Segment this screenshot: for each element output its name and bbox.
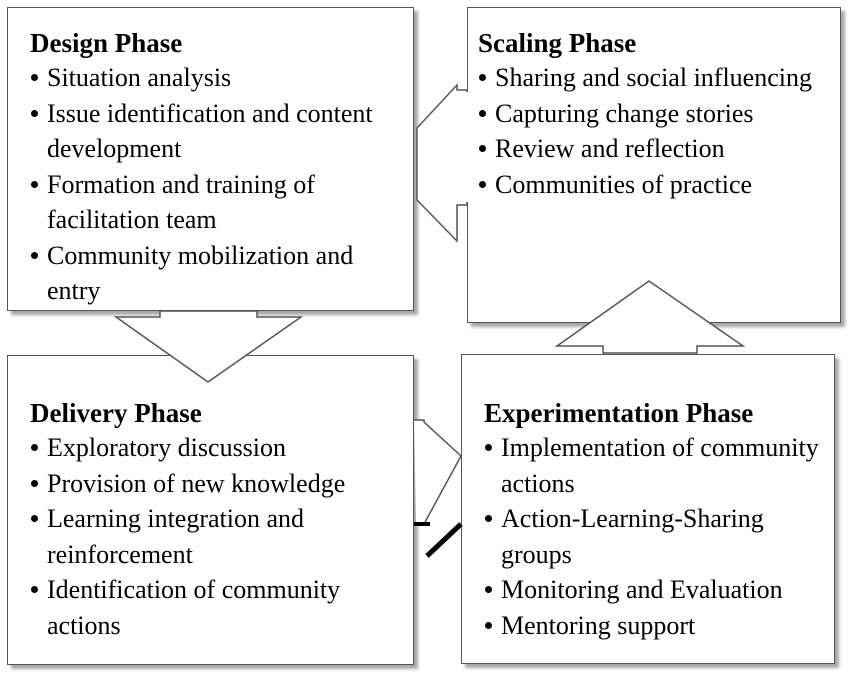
experimentation-phase-item: Monitoring and Evaluation bbox=[484, 572, 834, 608]
delivery-phase-item: Provision of new knowledge bbox=[30, 466, 413, 502]
design-phase-item: Formation and training of facilitation t… bbox=[30, 167, 413, 238]
delivery-phase-list: Exploratory discussion Provision of new … bbox=[30, 430, 413, 643]
scaling-phase-list: Sharing and social influencing Capturing… bbox=[478, 60, 840, 202]
scaling-phase-item: Communities of practice bbox=[478, 167, 840, 203]
delivery-phase-box: Delivery Phase Exploratory discussion Pr… bbox=[7, 355, 414, 665]
delivery-phase-item: Learning integration and reinforcement bbox=[30, 501, 413, 572]
experimentation-phase-list: Implementation of community actions Acti… bbox=[484, 430, 834, 643]
design-phase-title: Design Phase bbox=[30, 28, 183, 58]
experimentation-phase-item: Action-Learning-Sharing groups bbox=[484, 501, 834, 572]
experimentation-phase-title: Experimentation Phase bbox=[484, 398, 754, 428]
scaling-phase-item: Review and reflection bbox=[478, 131, 840, 167]
scaling-phase-title: Scaling Phase bbox=[478, 28, 637, 58]
design-phase-item: Situation analysis bbox=[30, 60, 413, 96]
scaling-phase-item: Sharing and social influencing bbox=[478, 60, 840, 96]
arrow-delivery-to-experimentation bbox=[414, 419, 462, 525]
scaling-phase-box: Scaling Phase Sharing and social influen… bbox=[467, 7, 841, 323]
design-phase-list: Situation analysis Issue identification … bbox=[30, 60, 413, 309]
delivery-phase-title: Delivery Phase bbox=[30, 398, 202, 428]
arrow-delivery-to-experimentation-shadow bbox=[425, 522, 463, 558]
design-phase-item: Issue identification and content develop… bbox=[30, 96, 413, 167]
experimentation-phase-item: Mentoring support bbox=[484, 608, 834, 644]
design-phase-box: Design Phase Situation analysis Issue id… bbox=[7, 7, 414, 311]
scaling-phase-item: Capturing change stories bbox=[478, 96, 840, 132]
experimentation-phase-item: Implementation of community actions bbox=[484, 430, 834, 501]
design-phase-item: Community mobilization and entry bbox=[30, 238, 413, 309]
experimentation-phase-box: Experimentation Phase Implementation of … bbox=[461, 354, 835, 664]
arrow-scaling-to-design bbox=[416, 83, 468, 243]
delivery-phase-item: Identification of community actions bbox=[30, 572, 413, 643]
delivery-phase-item: Exploratory discussion bbox=[30, 430, 413, 466]
